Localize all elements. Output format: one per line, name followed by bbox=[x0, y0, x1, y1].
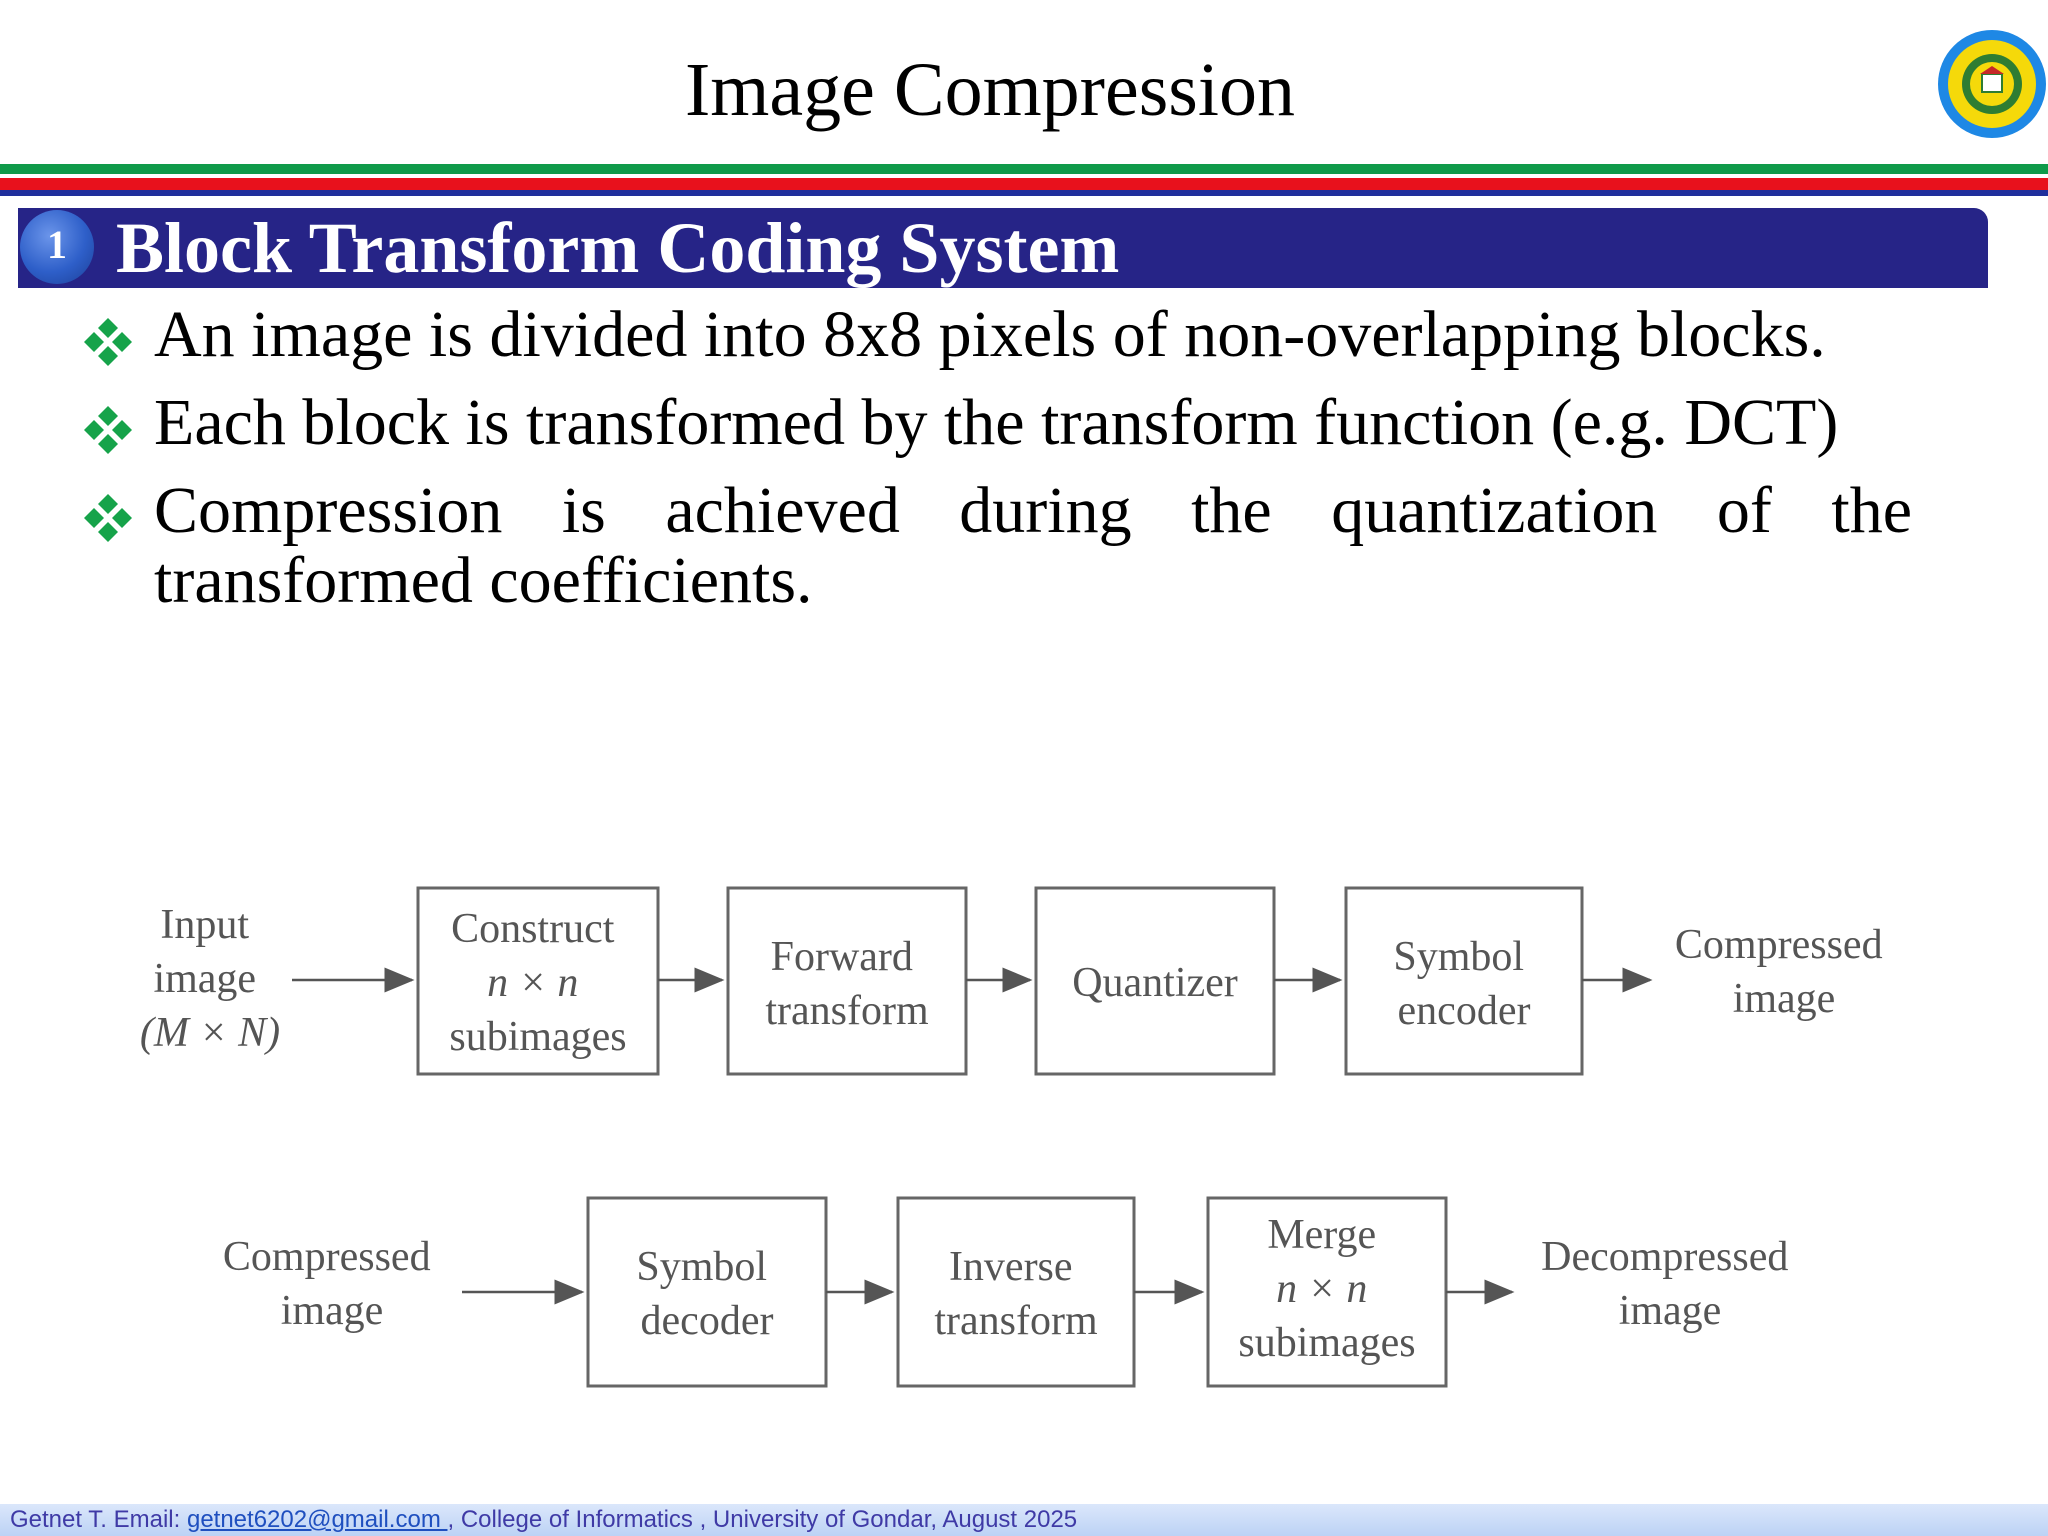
block-label-line: Merge bbox=[1267, 1212, 1376, 1258]
block-label-line: subimages bbox=[1238, 1320, 1415, 1366]
diamond-bullet-icon bbox=[84, 406, 132, 454]
encoder-output-label: Compressed image bbox=[1675, 922, 1893, 1022]
block-label-line: transform bbox=[765, 988, 929, 1034]
blue-stripe bbox=[0, 190, 2048, 196]
forward-transform-label: Forward transform bbox=[765, 934, 929, 1034]
encoder-input-line: Input bbox=[160, 902, 249, 948]
encoder-output-line: Compressed bbox=[1675, 922, 1883, 968]
red-stripe bbox=[0, 178, 2048, 190]
merge-subimages-block bbox=[1206, 1196, 1448, 1388]
encoder-input-label: Input image (M × N) bbox=[140, 902, 280, 1056]
decoder-output-line: image bbox=[1619, 1288, 1722, 1334]
section-title: Block Transform Coding System bbox=[116, 208, 1120, 288]
diamond-bullet-icon bbox=[84, 318, 132, 366]
encoder-output-line: image bbox=[1733, 976, 1836, 1022]
block-label-line: transform bbox=[934, 1298, 1098, 1344]
footer: Getnet T. Email: getnet6202@gmail.com , … bbox=[0, 1504, 2048, 1536]
block-label-line: Symbol bbox=[1393, 934, 1524, 980]
symbol-encoder-block bbox=[1344, 886, 1584, 1076]
decoder-output-line: Decompressed bbox=[1541, 1234, 1788, 1280]
decoder-input-line: image bbox=[281, 1288, 384, 1334]
block-label-line: decoder bbox=[641, 1298, 774, 1344]
block-label-line: encoder bbox=[1398, 988, 1531, 1034]
quantizer-label: Quantizer bbox=[1072, 960, 1238, 1006]
footer-author: Getnet T. Email: bbox=[10, 1506, 187, 1533]
footer-email-link[interactable]: getnet6202@gmail.com bbox=[186, 1506, 448, 1533]
construct-subimages-label: Construct n × n subimages bbox=[449, 906, 626, 1060]
bullet-text: Compression is achieved during the quant… bbox=[154, 474, 1912, 617]
symbol-encoder-label: Symbol encoder bbox=[1393, 934, 1534, 1034]
footer-institution: , College of Informatics , University of… bbox=[447, 1506, 1078, 1533]
bullet-item: Each block is transformed by the transfo… bbox=[80, 388, 1912, 458]
inverse-transform-block bbox=[896, 1196, 1136, 1388]
block-label-line: n × n bbox=[1276, 1266, 1367, 1312]
white-stripe bbox=[0, 174, 2048, 178]
block-label-line: n × n bbox=[487, 960, 578, 1006]
inverse-transform-label: Inverse transform bbox=[934, 1244, 1098, 1344]
symbol-decoder-block bbox=[586, 1196, 828, 1388]
block-label-line: Symbol bbox=[636, 1244, 767, 1290]
decoder-output-label: Decompressed image bbox=[1541, 1234, 1799, 1334]
block-diagram: Input image (M × N) Construct n × n subi… bbox=[100, 860, 1940, 1425]
encoder-input-line: image bbox=[153, 956, 256, 1002]
bullet-item: Compression is achieved during the quant… bbox=[80, 476, 1912, 616]
decoder-input-line: Compressed bbox=[223, 1234, 431, 1280]
forward-transform-block bbox=[726, 886, 968, 1076]
block-label-line: subimages bbox=[449, 1014, 626, 1060]
university-seal-icon bbox=[1938, 30, 2046, 138]
construct-subimages-block bbox=[416, 886, 660, 1076]
block-label-line: Construct bbox=[451, 906, 615, 952]
block-label-line: Forward bbox=[771, 934, 913, 980]
decoder-input-label: Compressed image bbox=[223, 1234, 441, 1334]
diamond-bullet-icon bbox=[84, 494, 132, 542]
bullet-text: An image is divided into 8x8 pixels of n… bbox=[154, 298, 1826, 371]
block-label-line: Quantizer bbox=[1072, 960, 1238, 1006]
block-diagram-svg: Input image (M × N) Construct n × n subi… bbox=[140, 886, 1893, 1388]
bullet-list: An image is divided into 8x8 pixels of n… bbox=[80, 300, 1912, 634]
encoder-input-line: (M × N) bbox=[140, 1010, 280, 1056]
slide-title: Image Compression bbox=[684, 48, 1295, 132]
block-label-line: Inverse bbox=[949, 1244, 1073, 1290]
symbol-decoder-label: Symbol decoder bbox=[636, 1244, 777, 1344]
merge-subimages-label: Merge n × n subimages bbox=[1238, 1212, 1415, 1366]
section-number-badge: 1 bbox=[20, 210, 94, 284]
bullet-text: Each block is transformed by the transfo… bbox=[154, 386, 1839, 459]
quantizer-block bbox=[1034, 886, 1276, 1076]
bullet-item: An image is divided into 8x8 pixels of n… bbox=[80, 300, 1912, 370]
section-header-bar bbox=[18, 208, 1988, 288]
green-stripe bbox=[0, 164, 2048, 174]
